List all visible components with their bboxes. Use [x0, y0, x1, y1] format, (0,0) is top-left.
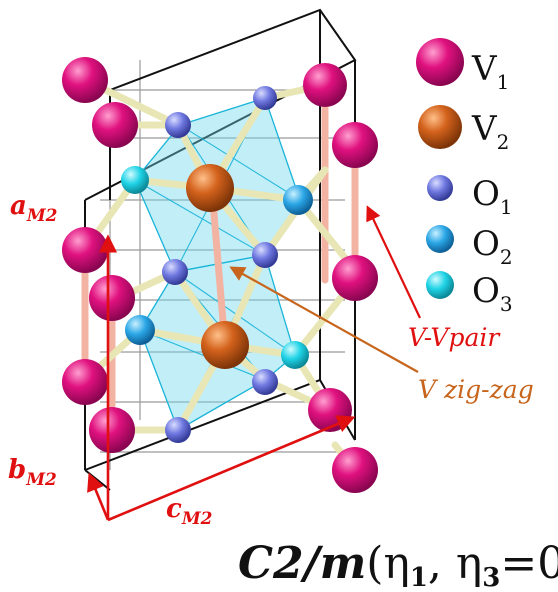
vv-pair-label: V-Vpair [408, 323, 501, 352]
lattice-vectors [87, 234, 356, 522]
cyan-sphere-icon [426, 271, 454, 299]
o1-atom [162, 259, 188, 285]
c-vector-arrow [107, 415, 356, 522]
legend-label-v2: V2 [471, 109, 509, 154]
o1-atom [253, 86, 277, 110]
legend-label-v1: V1 [471, 49, 509, 94]
o2-atom [125, 315, 155, 345]
sky-sphere-icon [426, 225, 454, 253]
axis-label-b: bM2 [8, 455, 57, 490]
v1-atom [62, 227, 108, 273]
o3-atom [281, 341, 309, 369]
v1-atom [332, 447, 378, 493]
axis-label-a: aM2 [10, 191, 58, 226]
o1-atom [252, 369, 278, 395]
v1-atom [62, 359, 108, 405]
orange-sphere-icon [418, 105, 462, 149]
axis-label-c: cM2 [166, 494, 213, 529]
o2-atom [283, 185, 313, 215]
zigzag-callout-arrow [229, 266, 419, 373]
magenta-sphere-icon [416, 38, 464, 86]
legend: V1 V2 O1 O2 O3 [416, 38, 513, 316]
v1-atom [89, 275, 135, 321]
v1-atom [303, 63, 347, 107]
v1-atom [332, 122, 378, 168]
blue-sphere-icon [427, 175, 453, 201]
o1-atom [252, 242, 278, 268]
v1-atom [308, 388, 352, 432]
legend-label-o2: O2 [472, 224, 513, 269]
space-group-formula: C2/m(η1, η3=0) [238, 538, 558, 592]
v2-atom [186, 164, 234, 212]
o1-atom [165, 112, 191, 138]
o1-atom [165, 417, 191, 443]
legend-label-o1: O1 [472, 174, 513, 219]
v1-atom [92, 102, 138, 148]
v1-atom [62, 57, 108, 103]
zigzag-label: V zig-zag [418, 375, 534, 404]
b-vector-arrow [87, 472, 110, 521]
v1-atom [89, 407, 135, 453]
legend-label-o3: O3 [472, 271, 513, 316]
vv-pair-callout-arrow [366, 205, 421, 319]
atoms [62, 57, 378, 493]
v2-atom [201, 321, 249, 369]
o3-atom [121, 166, 149, 194]
v1-atom [332, 255, 378, 301]
